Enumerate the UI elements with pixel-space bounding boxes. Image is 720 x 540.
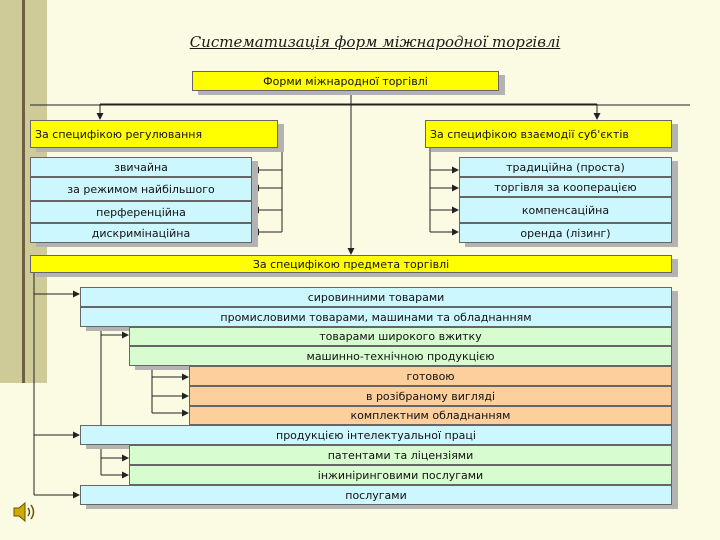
root-node: Форми міжнародної торгівлі (192, 71, 499, 91)
speaker-icon[interactable] (12, 500, 38, 524)
page-title: Систематизація форм міжнародної торгівлі (189, 33, 561, 51)
subject-item: сировинними товарами (80, 287, 672, 307)
regulation-item: перференційна (30, 201, 252, 223)
subject-item: патентами та ліцензіями (129, 445, 672, 465)
regulation-item: за режимом найбільшого (30, 177, 252, 201)
interaction-header: За специфікою взаємодії суб'єктів (425, 120, 672, 148)
regulation-item: звичайна (30, 157, 252, 177)
subject-item: комплектним обладнанням (189, 406, 672, 425)
regulation-item: дискримінаційна (30, 223, 252, 243)
subject-header: За специфікою предмета торгівлі (30, 255, 672, 273)
regulation-header: За специфікою регулювання (30, 120, 278, 148)
interaction-item: торгівля за кооперацією (459, 177, 672, 197)
interaction-item: традиційна (проста) (459, 157, 672, 177)
subject-item: в розібраному вигляді (189, 386, 672, 406)
interaction-item: оренда (лізинг) (459, 223, 672, 243)
subject-item: інжиніринговими послугами (129, 465, 672, 485)
subject-item: послугами (80, 485, 672, 505)
interaction-item: компенсаційна (459, 197, 672, 223)
subject-item: промисловими товарами, машинами та облад… (80, 307, 672, 327)
subject-item: машинно-технічною продукцією (129, 346, 672, 366)
subject-item: продукцією інтелектуальної праці (80, 425, 672, 445)
slide-decor-stripe (22, 0, 25, 383)
subject-item: готовою (189, 366, 672, 386)
subject-item: товарами широкого вжитку (129, 327, 672, 346)
